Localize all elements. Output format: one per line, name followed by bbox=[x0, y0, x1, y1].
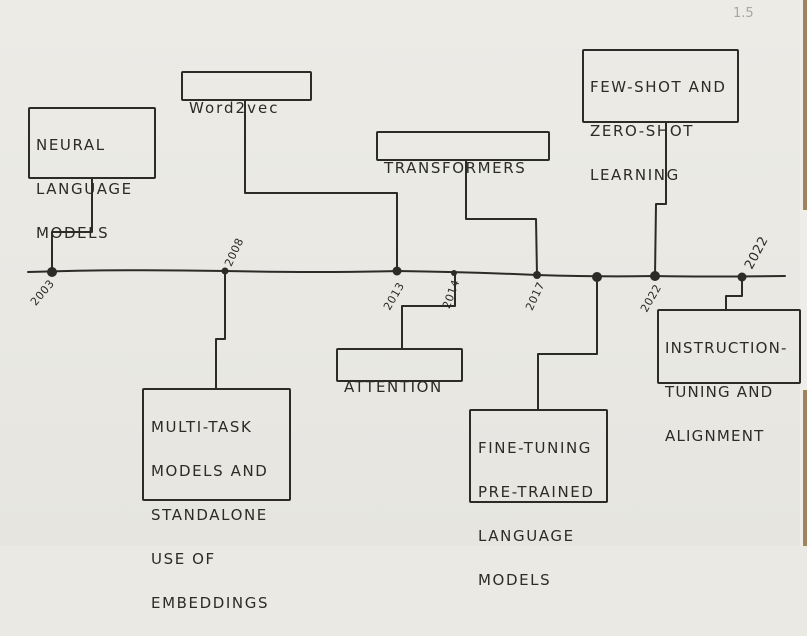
event-fine-tuning: Fine-tuning pre-trained language models bbox=[469, 409, 608, 589]
event-text: Language bbox=[36, 180, 133, 198]
event-text: Instruction- bbox=[665, 339, 788, 357]
timeline-dot-2022-a bbox=[650, 271, 660, 281]
timeline-axis bbox=[27, 269, 786, 278]
connector-word2vec bbox=[244, 99, 398, 273]
event-transformers: Transformers bbox=[376, 131, 550, 177]
event-text: language bbox=[478, 527, 575, 545]
event-text: Attention bbox=[344, 378, 443, 396]
event-text: models bbox=[478, 571, 552, 589]
event-text: embeddings bbox=[151, 594, 270, 612]
event-text: learning bbox=[590, 166, 680, 184]
event-text: models and bbox=[151, 462, 269, 480]
event-text: alignment bbox=[665, 427, 765, 445]
page-number: 1.5 bbox=[733, 6, 754, 21]
event-text: Word2vec bbox=[189, 99, 280, 117]
connector-fine-tuning bbox=[537, 276, 598, 410]
event-text: Fine-tuning bbox=[478, 439, 593, 457]
timeline-dot-2017 bbox=[533, 271, 541, 279]
event-word2vec: Word2vec bbox=[181, 71, 312, 117]
event-few-shot: Few-shot and zero-shot learning bbox=[582, 49, 739, 184]
connector-attention bbox=[401, 272, 456, 349]
timeline-dot-unlabeled bbox=[592, 272, 602, 282]
paper-edge bbox=[800, 0, 807, 546]
connector-multi-task bbox=[215, 271, 226, 389]
event-text: Few-shot and bbox=[590, 78, 727, 96]
event-text: use of bbox=[151, 550, 216, 568]
event-text: Models bbox=[36, 224, 110, 242]
timeline-diagram bbox=[27, 99, 786, 410]
event-text: Multi-task bbox=[151, 418, 253, 436]
connector-few-shot bbox=[654, 121, 667, 277]
timeline-dot-2003 bbox=[47, 267, 57, 277]
event-text: pre-trained bbox=[478, 483, 595, 501]
timeline-dot-2013 bbox=[392, 266, 402, 276]
connector-transformers bbox=[465, 159, 538, 276]
event-text: tuning and bbox=[665, 383, 774, 401]
event-instruction-tuning: Instruction- tuning and alignment bbox=[657, 309, 801, 445]
timeline-dot-2008 bbox=[221, 267, 229, 275]
desk-edge-bottom bbox=[803, 390, 807, 546]
event-text: zero-shot bbox=[590, 122, 694, 140]
event-text: Neural bbox=[36, 136, 106, 154]
event-multi-task-models: Multi-task models and standalone use of … bbox=[142, 388, 291, 612]
event-neural-language-models: Neural Language Models bbox=[28, 107, 156, 242]
event-text: Transformers bbox=[384, 159, 527, 177]
timeline-dot-2014 bbox=[451, 270, 457, 276]
connector-instruction-tuning bbox=[725, 276, 743, 310]
event-text: standalone bbox=[151, 506, 268, 524]
desk-edge-top bbox=[803, 0, 807, 210]
timeline-dot-2022-b bbox=[737, 272, 747, 282]
connector-neural-language-models bbox=[51, 177, 93, 273]
event-attention: Attention bbox=[336, 348, 463, 396]
